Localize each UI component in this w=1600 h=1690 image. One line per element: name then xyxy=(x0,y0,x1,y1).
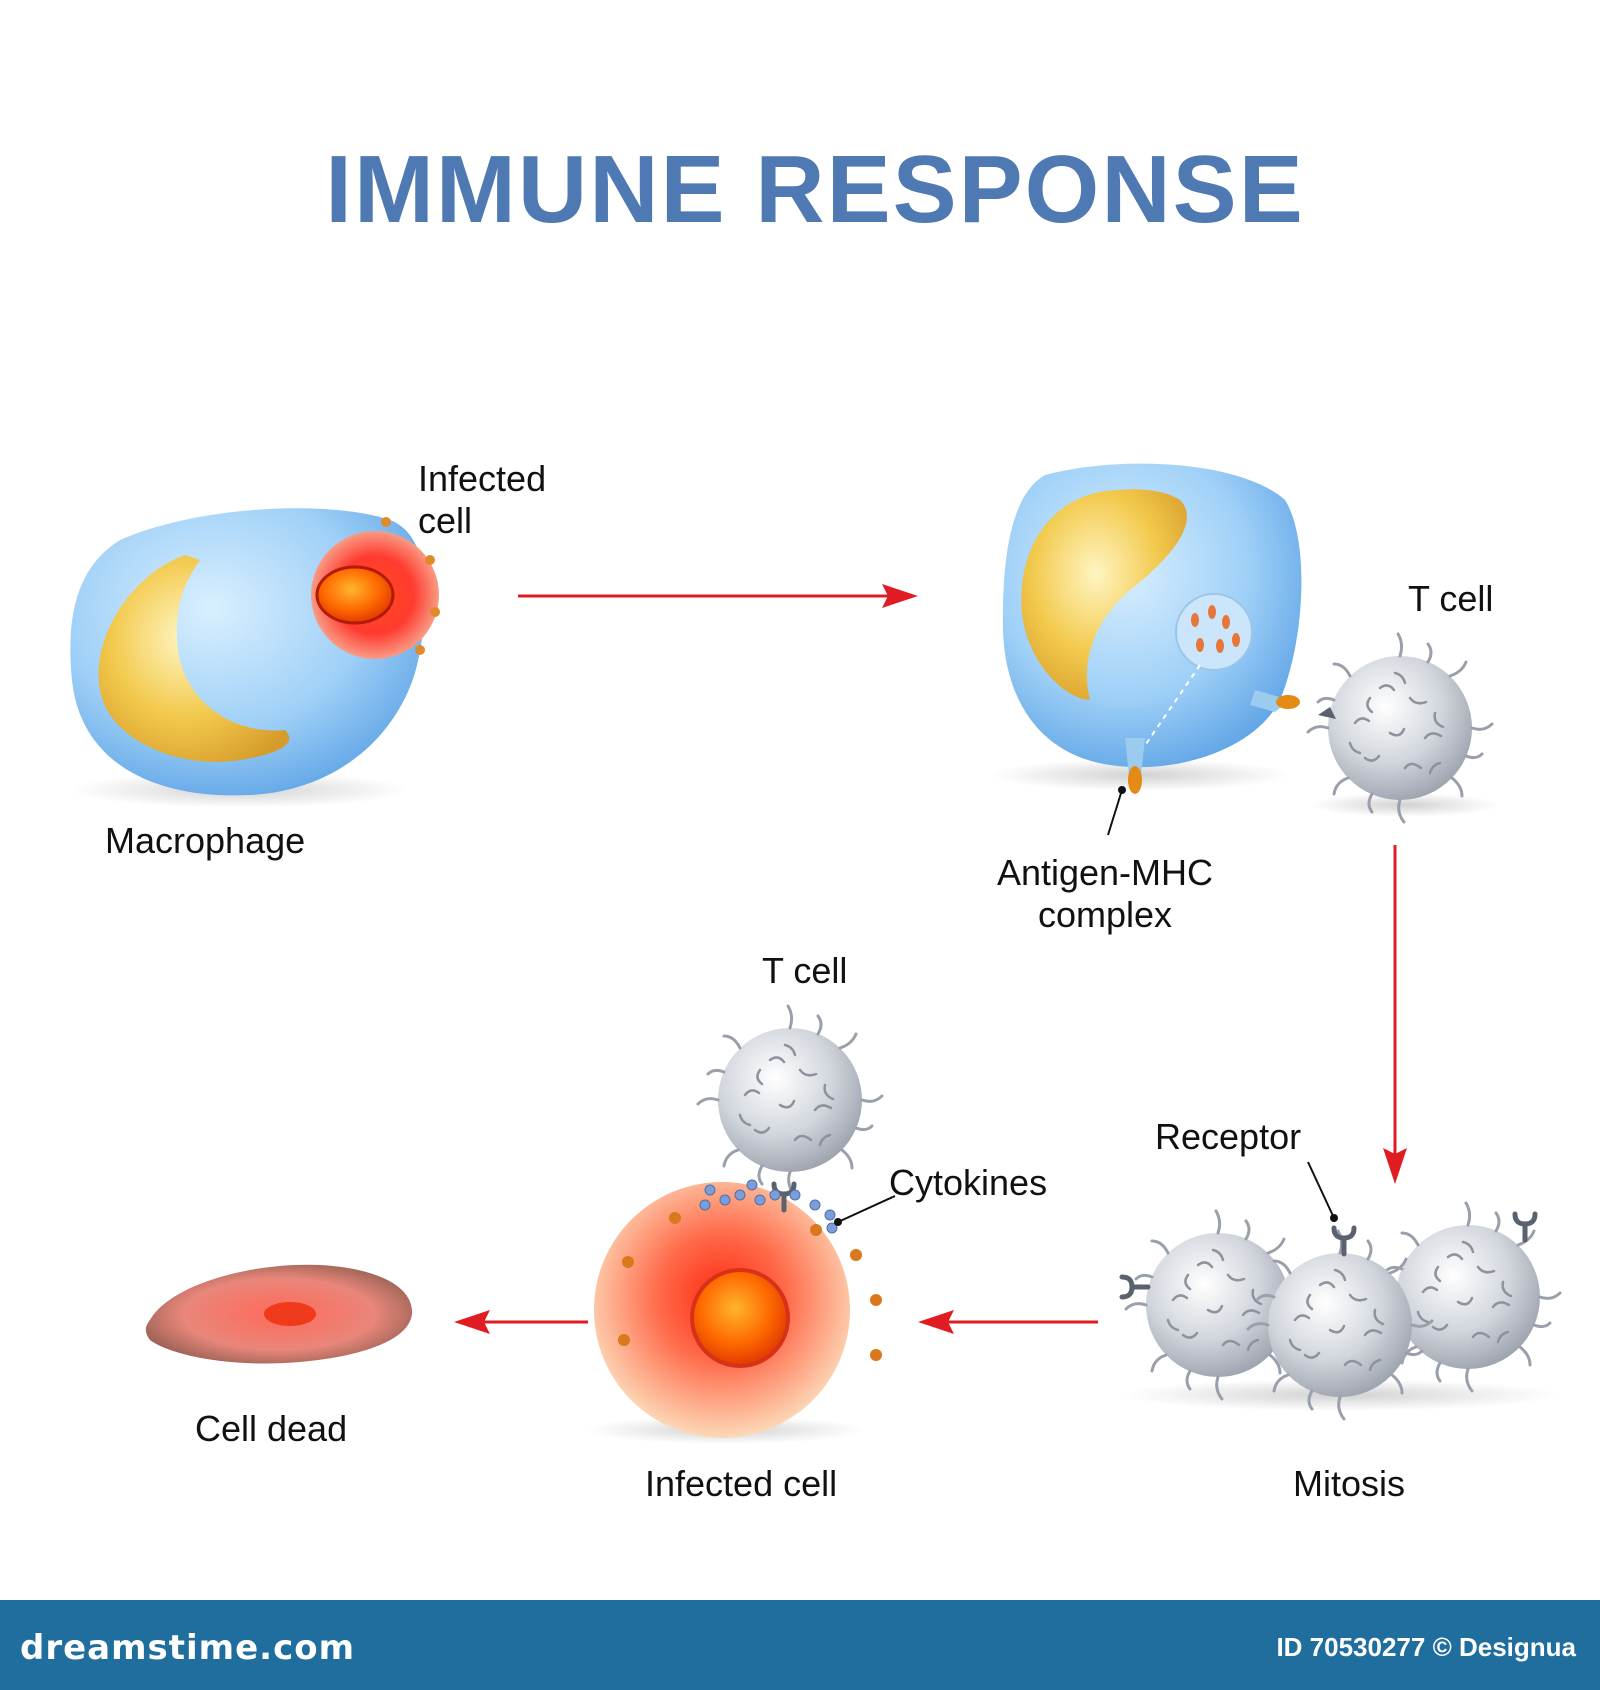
antigen-mhc-pointer xyxy=(1107,789,1123,836)
footer-credit: ID 70530277 © Designua xyxy=(1276,1632,1576,1662)
label-cytokines: Cytokines xyxy=(889,1162,1048,1203)
label-t-cell-top: T cell xyxy=(1408,578,1494,619)
label-mitosis: Mitosis xyxy=(1293,1463,1406,1504)
cytokines-pointer xyxy=(837,1195,896,1223)
footer-brand[interactable]: dreamstime.com xyxy=(20,1628,356,1668)
dead-cell xyxy=(145,1264,413,1364)
antigen-presenting-cell xyxy=(990,463,1302,794)
infected-cell-bottom xyxy=(585,1182,882,1444)
t-cell-bottom xyxy=(696,1004,884,1234)
label-infected-cell-top: Infected cell xyxy=(418,458,546,542)
diagram-canvas xyxy=(70,463,1562,1444)
label-infected-cell-bottom: Infected cell xyxy=(645,1463,838,1504)
receptor-pointer xyxy=(1307,1161,1335,1219)
label-receptor: Receptor xyxy=(1155,1116,1302,1157)
mitosis-cells xyxy=(1120,1201,1562,1421)
t-cell-top xyxy=(1306,632,1500,824)
label-antigen-mhc-complex: Antigen-MHC complex xyxy=(996,852,1214,935)
infected-cell-engulfed xyxy=(311,517,440,659)
label-t-cell-bottom: T cell xyxy=(762,950,848,991)
footer-bar: dreamstime.com ID 70530277 © Designua xyxy=(0,1600,1600,1690)
label-macrophage: Macrophage xyxy=(105,820,306,861)
label-infected-cell-top-text: Infected cell xyxy=(418,458,547,541)
diagram-title: IMMUNE RESPONSE xyxy=(325,136,1305,243)
label-cell-dead: Cell dead xyxy=(195,1408,348,1449)
